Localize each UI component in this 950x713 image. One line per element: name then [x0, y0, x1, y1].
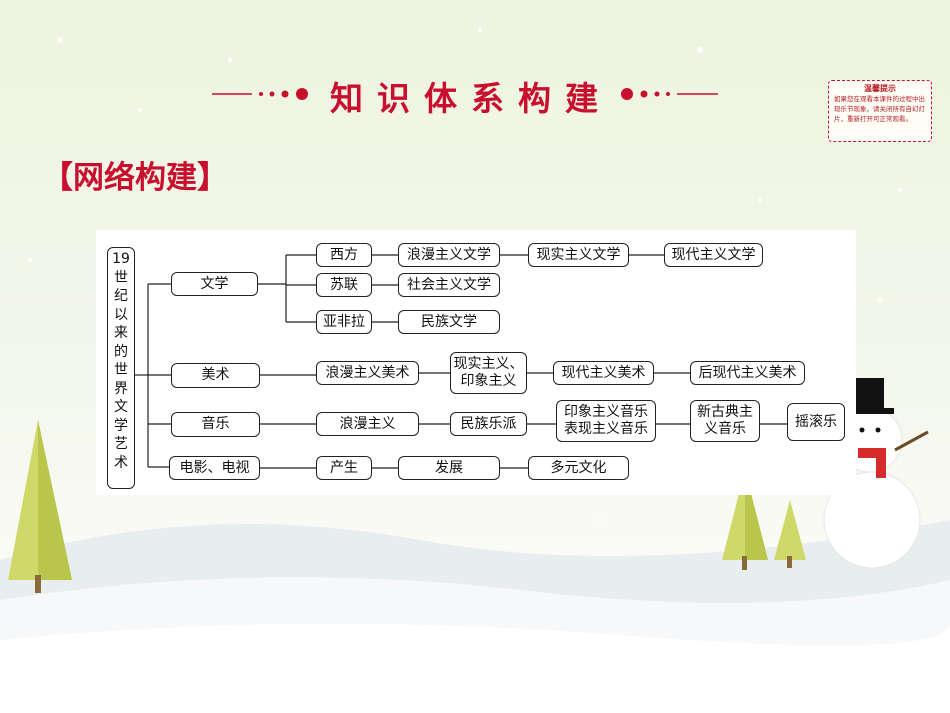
- node-romantic-literature: 浪漫主义文学: [398, 243, 500, 267]
- node-postmodern-art: 后现代主义美术: [690, 361, 805, 385]
- root-char: 的: [114, 343, 128, 360]
- node-film-tv: 电影、电视: [169, 456, 260, 480]
- node-asia-africa-latam: 亚非拉: [316, 310, 372, 334]
- node-realism-impressionism: 现实主义、 印象主义: [450, 352, 527, 394]
- tip-text: 如果您在观看本课件的过程中出现乐节现象，请关闭所有自幻灯片，重新打开可正常观看。: [834, 95, 925, 123]
- root-char: 以: [114, 306, 128, 323]
- tip-title: 温馨提示: [864, 84, 896, 93]
- node-national-school: 民族乐派: [450, 412, 527, 436]
- node-modernist-art: 现代主义美术: [553, 361, 654, 385]
- node-literature: 文学: [171, 272, 258, 296]
- node-fine-art: 美术: [171, 363, 260, 388]
- node-modernist-literature: 现代主义文学: [664, 243, 763, 267]
- node-neoclassical-line1: 新古典主: [697, 404, 753, 420]
- node-romantic-art: 浪漫主义美术: [316, 361, 419, 385]
- node-development: 发展: [398, 456, 500, 480]
- node-neoclassical-music: 新古典主 义音乐: [690, 400, 760, 442]
- node-west: 西方: [316, 243, 372, 267]
- node-soviet: 苏联: [316, 273, 372, 297]
- root-char: 纪: [114, 288, 128, 304]
- root-char: 艺: [114, 436, 128, 452]
- node-impressionist-line: 印象主义音乐: [564, 404, 648, 420]
- tip-box: 温馨提示 如果您在观看本课件的过程中出现乐节现象，请关闭所有自幻灯片，重新打开可…: [828, 80, 932, 142]
- node-realist-literature: 现实主义文学: [528, 243, 629, 267]
- section-title: 【网络构建】: [42, 160, 228, 196]
- root-char: 19: [112, 251, 130, 267]
- node-emergence: 产生: [316, 456, 372, 480]
- root-char: 世: [114, 362, 128, 378]
- node-impressionist-expressionist-music: 印象主义音乐 表现主义音乐: [556, 400, 656, 442]
- node-romanticism-music: 浪漫主义: [316, 412, 419, 436]
- node-neoclassical-line2: 义音乐: [704, 421, 746, 437]
- root-char: 文: [114, 399, 128, 415]
- root-char: 界: [114, 380, 128, 397]
- node-realism-line2: 印象主义: [460, 373, 517, 389]
- node-music: 音乐: [171, 412, 260, 437]
- root-char: 来: [114, 325, 128, 341]
- node-rock-music: 摇滚乐: [787, 403, 845, 441]
- node-multiculture: 多元文化: [528, 456, 629, 480]
- root-char: 术: [114, 454, 128, 471]
- root-char: 学: [114, 417, 128, 434]
- node-expressionist-line: 表现主义音乐: [564, 421, 648, 437]
- node-realism-line1: 现实主义、: [453, 356, 524, 372]
- page-title: 知识体系构建: [330, 79, 612, 118]
- node-national-literature: 民族文学: [398, 310, 500, 334]
- node-socialist-literature: 社会主义文学: [398, 273, 500, 297]
- root-char: 世: [114, 269, 128, 286]
